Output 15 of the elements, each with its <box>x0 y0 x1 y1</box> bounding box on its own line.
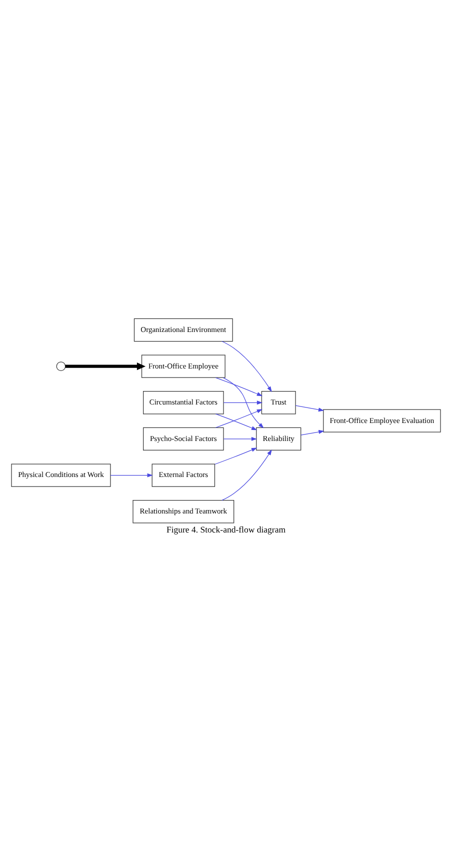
node-circle <box>56 362 66 371</box>
arrow <box>214 409 262 428</box>
arrow <box>214 448 257 465</box>
arrow <box>222 400 262 405</box>
caption: Figure 4. Stock-and-flow diagram <box>166 524 286 534</box>
arrow <box>221 450 272 501</box>
arrow <box>222 377 264 428</box>
arrow <box>214 377 262 396</box>
arrow <box>110 473 152 478</box>
arrow <box>221 340 272 392</box>
arrow <box>300 430 324 436</box>
arrow <box>222 436 257 441</box>
arrow <box>294 405 324 412</box>
arrow <box>64 362 146 370</box>
arrow <box>214 414 257 430</box>
